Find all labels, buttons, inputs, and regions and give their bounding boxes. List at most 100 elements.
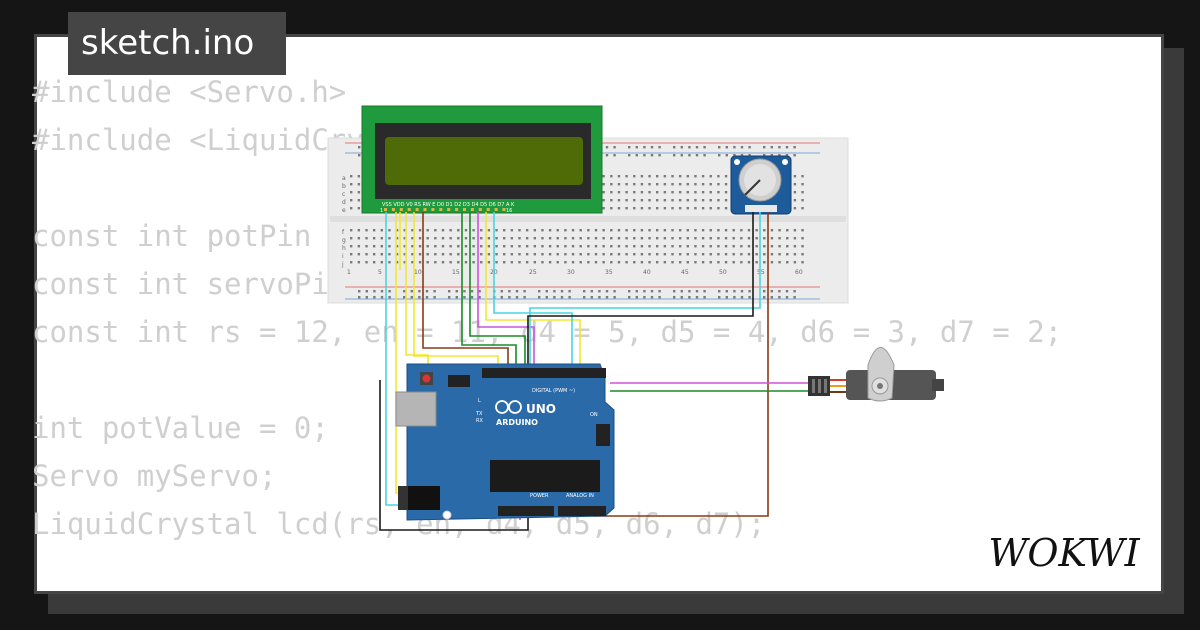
breadboard-hole [433,290,436,293]
breadboard-hole [617,207,621,210]
breadboard-hole [610,237,613,240]
breadboard-hole [357,199,361,202]
breadboard-hole [610,229,613,232]
file-tab[interactable]: sketch.ino [68,12,286,75]
breadboard-hole [786,237,789,240]
breadboard-hole [418,296,421,299]
breadboard-hole [357,191,361,194]
lcd-pin [415,208,419,211]
breadboard-hole [724,207,728,210]
breadboard-hole [350,229,353,232]
breadboard-hole [678,183,682,186]
breadboard-hole [441,253,445,256]
breadboard-hole [801,175,804,178]
breadboard-hole [663,191,667,194]
breadboard-hole [617,191,621,194]
breadboard-hole [418,245,422,248]
breadboard-hole [395,229,399,232]
breadboard-hole [365,229,368,232]
breadboard-hole [740,296,744,299]
breadboard-hole [671,175,674,178]
breadboard-hole [763,253,766,256]
lcd-pin [407,208,411,211]
breadboard-hole [610,183,613,186]
breadboard-hole [718,290,721,293]
breadboard-row-label: c [342,191,345,198]
breadboard-hole [785,296,789,299]
potentiometer[interactable] [730,155,792,215]
breadboard-hole [587,229,590,232]
lcd-pin [391,208,395,211]
breadboard-col-label: 1 [347,269,351,276]
breadboard-hole [523,290,526,293]
breadboard-hole [571,229,575,232]
breadboard-hole [480,245,483,248]
breadboard-hole [464,261,468,264]
breadboard-hole [350,191,353,194]
breadboard-hole [373,296,376,299]
breadboard-hole [579,261,582,264]
breadboard-hole [678,191,682,194]
breadboard-hole [548,237,552,240]
breadboard-hole [801,207,804,210]
breadboard-hole [472,253,475,256]
breadboard-hole [449,229,452,232]
breadboard-hole [694,261,697,264]
breadboard-hole [732,229,735,232]
breadboard-hole [594,253,598,256]
breadboard-hole [372,237,376,240]
breadboard-hole [545,290,548,293]
breadboard-hole [717,191,720,194]
breadboard-hole [610,207,613,210]
breadboard-hole [613,154,616,157]
breadboard-hole [686,229,689,232]
breadboard-hole [556,253,559,256]
code-line: #include <Servo.h> [32,75,347,109]
breadboard-hole [594,237,598,240]
breadboard-hole [656,261,659,264]
breadboard-hole [695,154,699,157]
breadboard-hole [701,245,705,248]
breadboard-hole [673,296,676,299]
breadboard-hole [533,245,536,248]
breadboard-hole [671,253,674,256]
breadboard-hole [625,253,628,256]
breadboard-hole [703,146,706,149]
breadboard-hole [694,175,697,178]
breadboard-col-label: 35 [605,269,613,276]
breadboard-hole [786,229,789,232]
breadboard-hole [571,237,575,240]
breadboard-hole [510,261,514,264]
breadboard-hole [418,261,422,264]
breadboard-hole [605,296,609,299]
breadboard-hole [717,207,720,210]
breadboard-hole [518,245,521,248]
breadboard-hole [525,261,529,264]
breadboard-hole [372,245,376,248]
breadboard-hole [694,237,697,240]
breadboard-hole [793,207,797,210]
breadboard-hole [545,296,548,299]
breadboard-hole [358,146,361,149]
breadboard-hole [640,183,644,186]
breadboard-hole [650,146,654,149]
breadboard-hole [434,253,437,256]
breadboard-hole [801,261,804,264]
file-tab-label: sketch.ino [81,23,255,63]
breadboard-hole [350,261,353,264]
breadboard-hole [785,146,789,149]
breadboard-hole [610,253,613,256]
arduino-uno: UNO ARDUINO DIGITAL (PWM ~) POWER ANALOG… [395,363,615,521]
breadboard-hole [763,290,766,293]
breadboard-row-label: d [342,199,346,206]
breadboard-hole [640,207,644,210]
breadboard-hole [533,237,536,240]
breadboard-hole [747,237,751,240]
breadboard-hole [717,237,720,240]
breadboard-hole [701,237,705,240]
breadboard-hole [663,261,667,264]
breadboard-hole [694,253,697,256]
breadboard-hole [695,146,699,149]
servo-motor[interactable] [808,347,944,402]
breadboard-hole [701,261,705,264]
